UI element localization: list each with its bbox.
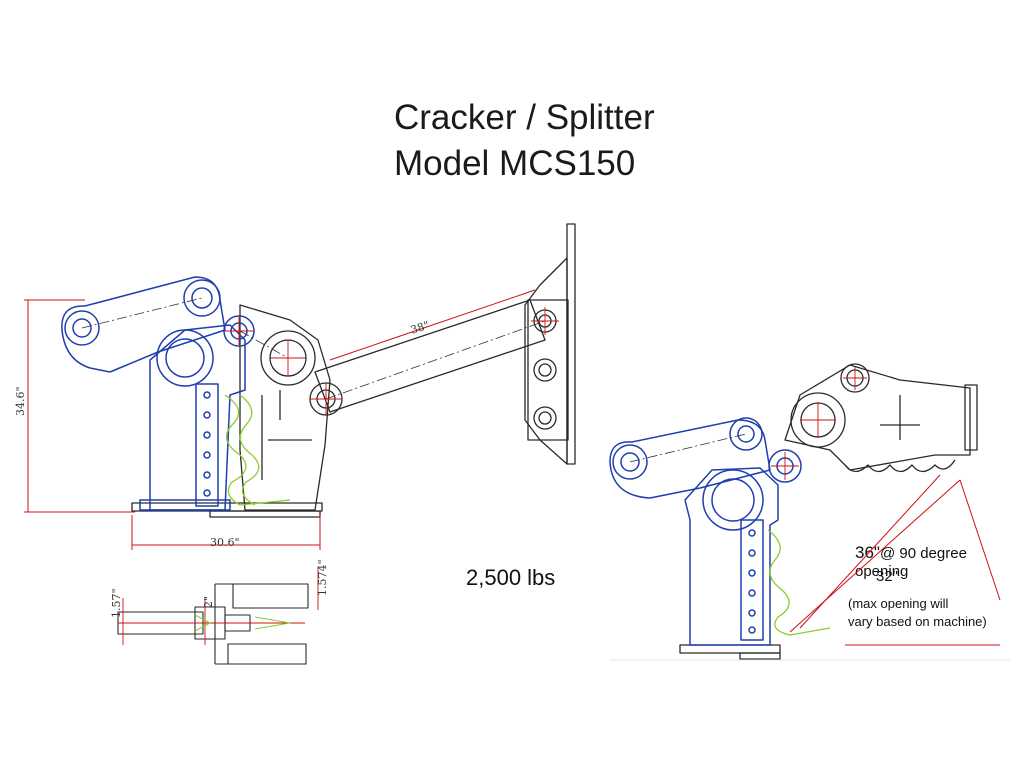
right-blue-frame	[609, 417, 802, 646]
pin-b-dimension-label: 2"	[202, 596, 215, 608]
height-dimension-label: 34.6"	[14, 386, 27, 416]
dimension-lines	[24, 289, 536, 550]
opening-36-description: @ 90 degree opening	[855, 545, 967, 580]
opening-note-line-1: (max opening will	[848, 596, 949, 611]
blue-frame	[61, 276, 255, 511]
title-line-1: Cracker / Splitter	[394, 98, 655, 137]
width-dimension-label: 30.6"	[210, 536, 240, 549]
centerlines	[81, 297, 546, 400]
title-line-2: Model MCS150	[394, 144, 636, 183]
opening-32-value: 32"	[876, 568, 899, 585]
pin-a-dimension-label: 1.57"	[110, 588, 123, 618]
weight-label: 2,500 lbs	[466, 565, 556, 590]
right-cracker-body	[679, 363, 978, 660]
right-jaw-teeth	[767, 529, 831, 636]
arm-dimension-label: 38"	[409, 319, 431, 337]
pin-c-dimension-label: 1.574"	[316, 559, 329, 596]
opening-36-label: 36"@ 90 degree opening	[855, 543, 1024, 580]
cracker-body	[131, 304, 331, 518]
opening-dimension-lines	[789, 474, 1001, 646]
opening-note-line-2: vary based on machine)	[848, 614, 987, 629]
arm	[309, 299, 546, 416]
jaw-teeth	[224, 394, 291, 506]
opening-note: (max opening will vary based on machine)	[848, 595, 987, 631]
